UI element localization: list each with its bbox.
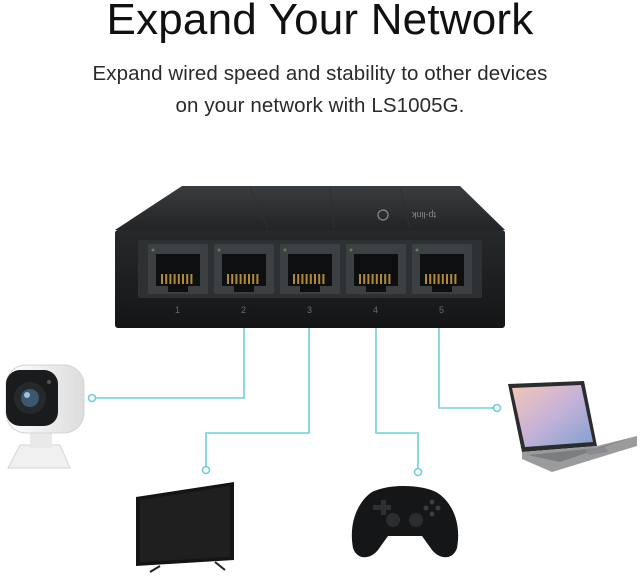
- security-camera-icon: [5, 364, 85, 469]
- ethernet-port-2: 2: [214, 244, 274, 315]
- endpoint-controller: [413, 467, 423, 477]
- port-number-5: 5: [439, 305, 444, 315]
- svg-text:tp-link: tp-link: [411, 210, 436, 220]
- cable-tv: [205, 318, 310, 470]
- headline: Expand Your Network: [106, 0, 534, 44]
- port-number-3: 3: [307, 305, 312, 315]
- ethernet-port-4: 4: [346, 244, 406, 315]
- laptop-icon: [508, 381, 637, 472]
- cable-laptop: [438, 318, 497, 409]
- network-cables: [92, 318, 497, 472]
- cable-camera: [92, 318, 245, 399]
- port-number-4: 4: [373, 305, 378, 315]
- endpoint-tv: [201, 465, 211, 475]
- tv-icon: [136, 482, 234, 573]
- switch-top: [115, 186, 505, 230]
- cable-controller: [375, 318, 419, 472]
- ethernet-port-1: 1: [148, 244, 208, 315]
- subtitle-line-2: on your network with LS1005G.: [175, 94, 465, 117]
- brand-logo: tp-link: [377, 209, 436, 221]
- network-switch: tp-link 1 2 3 4 5: [115, 186, 505, 328]
- endpoint-camera: [87, 393, 97, 403]
- subtitle-line-1: Expand wired speed and stability to othe…: [92, 62, 548, 85]
- cable-endpoints: [87, 393, 502, 477]
- port-number-1: 1: [175, 305, 180, 315]
- port-number-2: 2: [241, 305, 246, 315]
- ethernet-port-3: 3: [280, 244, 340, 315]
- game-controller-icon: [351, 486, 459, 558]
- ethernet-port-5: 5: [412, 244, 472, 315]
- switch-ports: 1 2 3 4 5: [148, 244, 472, 315]
- endpoint-laptop: [492, 403, 502, 413]
